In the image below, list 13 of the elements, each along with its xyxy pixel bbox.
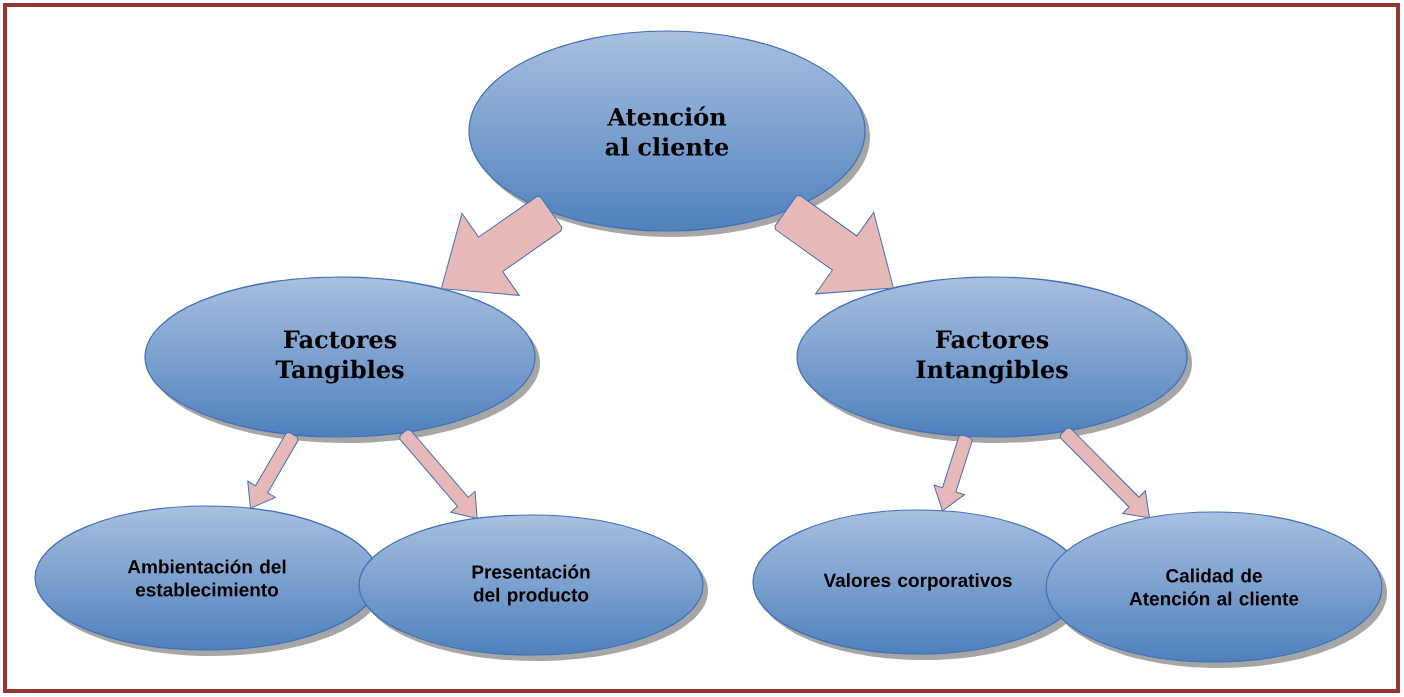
ellipse-node: Valores corporativos (752, 509, 1088, 660)
ellipse-node: Presentación del producto (358, 514, 708, 661)
ellipse-node: Factores Intangibles (796, 276, 1192, 443)
block-arrow (933, 434, 973, 512)
ellipse-node: Calidad de Atención al cliente (1045, 511, 1387, 668)
block-arrow (440, 195, 563, 296)
ellipse-node: Ambientación del establecimiento (34, 505, 384, 656)
ellipse-node: Atención al cliente (468, 30, 870, 237)
block-arrow (399, 429, 478, 519)
block-arrow (774, 194, 894, 295)
block-arrow (1060, 427, 1150, 519)
block-arrow (247, 431, 299, 509)
ellipse-node: Factores Tangibles (144, 276, 540, 443)
